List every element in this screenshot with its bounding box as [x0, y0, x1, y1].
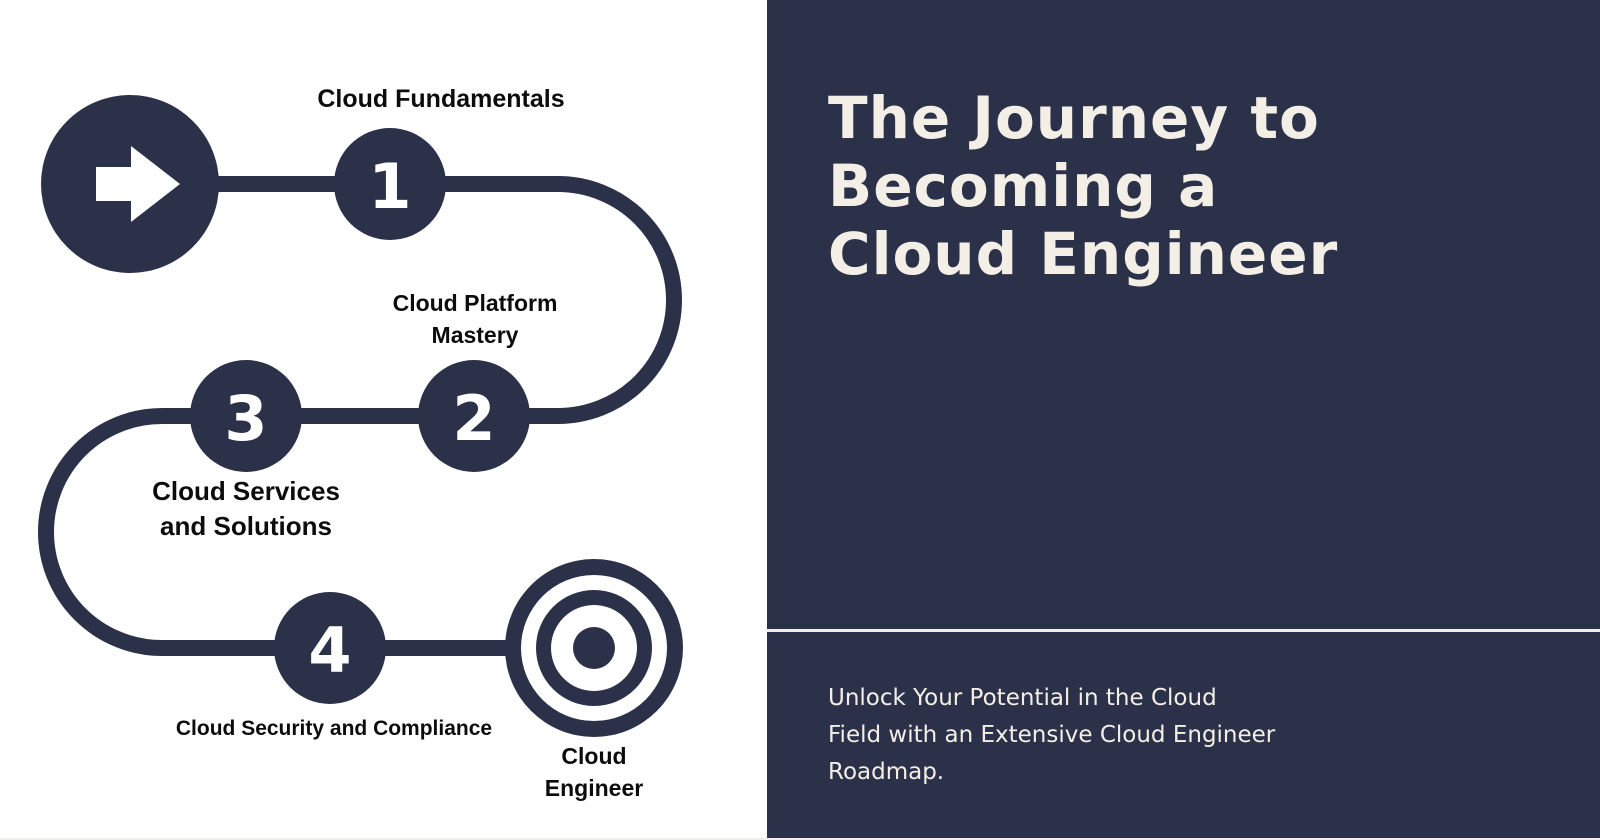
- goal-label-line: Engineer: [544, 775, 644, 801]
- hero-subtitle: Unlock Your Potential in the Cloud Field…: [828, 680, 1298, 791]
- step-3-label: Cloud Services and Solutions: [130, 474, 362, 544]
- step-4-label: Cloud Security and Compliance: [175, 717, 493, 740]
- step-1-node: 1: [334, 128, 446, 240]
- roadmap-panel: 1 2 3 4 Cloud Fundamentals Cloud Platfor…: [0, 0, 767, 840]
- hero-title-line: The Journey to: [828, 84, 1320, 152]
- hero-subtitle-line: Unlock Your Potential in the Cloud: [828, 685, 1217, 711]
- step-3-label-line: Cloud Services: [152, 476, 340, 506]
- roadmap-diagram: 1 2 3 4: [38, 95, 683, 737]
- hero-subtitle-line: Field with an Extensive Cloud Engineer: [828, 722, 1276, 748]
- hero-subtitle-line: Roadmap.: [828, 759, 945, 785]
- step-3-node: 3: [190, 360, 302, 472]
- goal-label: Cloud Engineer: [520, 740, 668, 804]
- target-icon: [505, 559, 683, 737]
- step-4-node: 4: [274, 592, 386, 704]
- step-3-number: 3: [224, 382, 267, 455]
- arrow-right-icon: [96, 146, 180, 222]
- hero-title-line: Cloud Engineer: [828, 220, 1339, 288]
- step-2-node: 2: [418, 360, 530, 472]
- hero-title-line: Becoming a: [828, 152, 1219, 220]
- goal-label-line: Cloud: [561, 743, 627, 769]
- step-3-label-line: and Solutions: [160, 511, 332, 541]
- roadmap-path: [38, 176, 682, 656]
- step-2-number: 2: [452, 382, 495, 455]
- step-2-label: Cloud Platform Mastery: [370, 287, 580, 351]
- step-2-label-line: Mastery: [431, 322, 519, 348]
- bottom-strip: [0, 838, 1600, 840]
- step-1-label: Cloud Fundamentals: [317, 85, 565, 113]
- hero-divider: [767, 629, 1600, 632]
- step-2-label-line: Cloud Platform: [392, 290, 558, 316]
- step-1-number: 1: [368, 150, 411, 223]
- hero-panel: [767, 0, 1600, 838]
- hero-title: The Journey to Becoming a Cloud Engineer: [828, 84, 1528, 288]
- start-node: [41, 95, 219, 273]
- step-4-number: 4: [308, 614, 351, 687]
